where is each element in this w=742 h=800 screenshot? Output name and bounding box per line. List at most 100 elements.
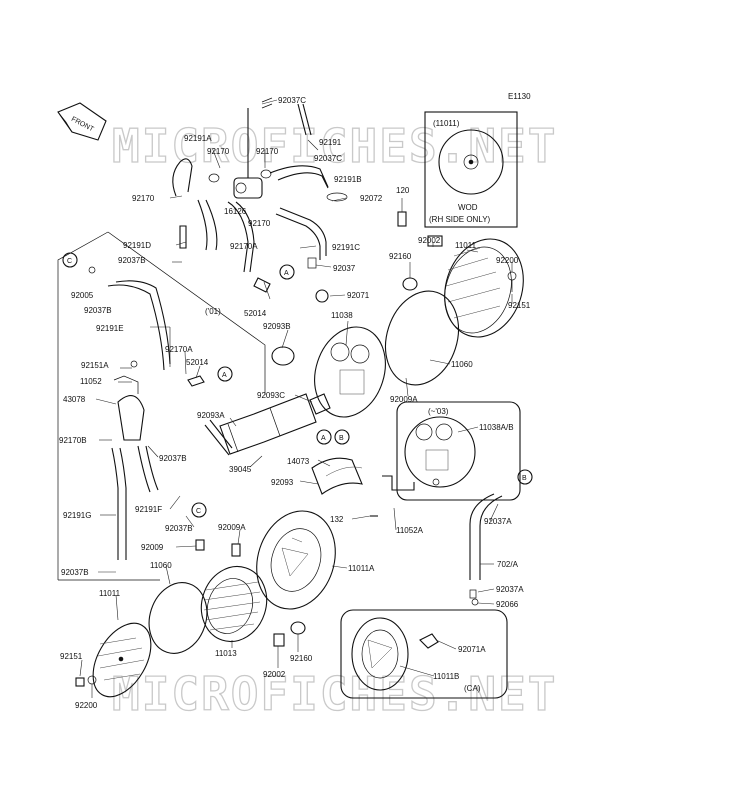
part-label: 92191E <box>96 324 124 333</box>
watermark-bottom: MICROFICHES.NET <box>112 667 557 721</box>
backing-plate <box>271 289 386 418</box>
part-label: 11011B <box>433 672 459 681</box>
part-label: 92191C <box>332 243 360 252</box>
part-label: 702/A <box>497 560 519 569</box>
svg-text:B: B <box>522 475 527 482</box>
intake-duct <box>204 393 415 517</box>
part-label: 92002 <box>418 236 441 245</box>
part-label: 11011 <box>99 589 121 598</box>
part-label: 92160 <box>389 252 412 261</box>
part-label: 92037C <box>278 96 306 105</box>
inset-ca-label: (CA) <box>464 684 481 693</box>
part-label: 92002 <box>263 670 286 679</box>
svg-text:A: A <box>321 435 326 442</box>
part-label: 92037C <box>314 154 342 163</box>
part-label: 92037B <box>165 524 193 533</box>
part-label: 11052 <box>80 377 102 386</box>
part-label: 52014 <box>186 358 209 367</box>
part-label: 92170 <box>248 219 271 228</box>
part-label: 92037 <box>333 264 356 273</box>
part-label: 39045 <box>229 465 252 474</box>
watermark-top: MICROFICHES.NET <box>112 119 557 173</box>
front-arrow-icon: FRONT <box>57 102 107 141</box>
gasket-top <box>385 290 459 386</box>
part-label: 92093B <box>263 322 291 331</box>
filter-element <box>200 565 268 643</box>
part-label: 92151 <box>60 652 83 661</box>
part-label: 43078 <box>63 395 86 404</box>
part-label: 11038 <box>331 311 353 320</box>
part-label: 92071 <box>347 291 370 300</box>
part-label: 92037B <box>118 256 146 265</box>
svg-text:A: A <box>284 270 289 277</box>
part-label: 11011 <box>455 241 477 250</box>
inset-ca-box: (CA) <box>340 609 508 699</box>
part-label: 11052A <box>396 526 424 535</box>
part-label: 92191F <box>135 505 162 514</box>
part-label: 92037A <box>496 585 524 594</box>
part-label: 120 <box>396 186 410 195</box>
breather-valve-assembly <box>172 97 407 293</box>
svg-text:C: C <box>196 508 201 515</box>
part-label: 92191B <box>334 175 362 184</box>
part-label: 11013 <box>215 649 237 658</box>
front-label: FRONT <box>70 116 95 134</box>
part-label: 52014 <box>244 309 267 318</box>
part-label: 92093 <box>271 478 294 487</box>
part-label: 14073 <box>287 457 310 466</box>
right-drain-hose <box>469 493 503 606</box>
part-label: 92170 <box>207 147 230 156</box>
part-label: 11038A/B <box>479 423 514 432</box>
part-label: 92160 <box>290 654 313 663</box>
part-label: 132 <box>330 515 344 524</box>
leader-lines <box>79 99 513 698</box>
part-label: 92009A <box>218 523 246 532</box>
part-label: 92170 <box>256 147 279 156</box>
part-label: 11060 <box>451 360 473 369</box>
part-label: 92037B <box>61 568 89 577</box>
left-breather-hoses <box>88 266 205 560</box>
part-label: 92037B <box>84 306 112 315</box>
part-label: 92191 <box>319 138 342 147</box>
part-label: 92170A <box>230 242 258 251</box>
bolt-92002-bottom <box>273 633 285 647</box>
part-label: 92151A <box>81 361 109 370</box>
part-label: 92037B <box>159 454 187 463</box>
inset-03-label: (~'03) <box>428 407 449 416</box>
part-label: 92191G <box>63 511 91 520</box>
callout-c-top: C <box>62 252 78 268</box>
part-label: 92170B <box>59 436 87 445</box>
part-label: 92191D <box>123 241 151 250</box>
region-01-bracket <box>57 231 109 580</box>
callout-a-mid: A <box>217 366 233 382</box>
diagram-code: E1130 <box>508 92 531 101</box>
part-label: 11011A <box>348 564 375 573</box>
wod-inset-ref: (11011) <box>433 119 460 128</box>
filter-cover-bottom <box>75 622 152 698</box>
part-label: 92072 <box>360 194 383 203</box>
part-label: 92066 <box>496 600 519 609</box>
callout-a-lower: A <box>316 429 332 445</box>
part-number-labels: 92037C 92191A 92170 92170 92191 92037C 9… <box>59 96 531 710</box>
gasket-bottom <box>148 582 208 654</box>
part-label: 16126 <box>224 207 247 216</box>
part-label: 92200 <box>75 701 98 710</box>
svg-text:C: C <box>67 258 72 265</box>
part-label: 92093A <box>197 411 225 420</box>
part-label: 11060 <box>150 561 172 570</box>
inset-03-box: (~'03) <box>396 401 521 501</box>
part-label: 92151 <box>508 301 531 310</box>
callout-c-mid: C <box>191 502 207 518</box>
inner-housing <box>195 510 336 610</box>
region-01-label: ('01) <box>205 307 221 316</box>
callout-b-lower: B <box>334 429 350 445</box>
callout-b-right: B <box>517 469 533 485</box>
part-label: 92005 <box>71 291 94 300</box>
wod-inset-line2: (RH SIDE ONLY) <box>429 215 491 224</box>
wod-inset: (11011) WOD (RH SIDE ONLY) <box>424 111 518 228</box>
part-label: 92093C <box>257 391 285 400</box>
part-label: 92009A <box>390 395 418 404</box>
part-label: 92071A <box>458 645 486 654</box>
